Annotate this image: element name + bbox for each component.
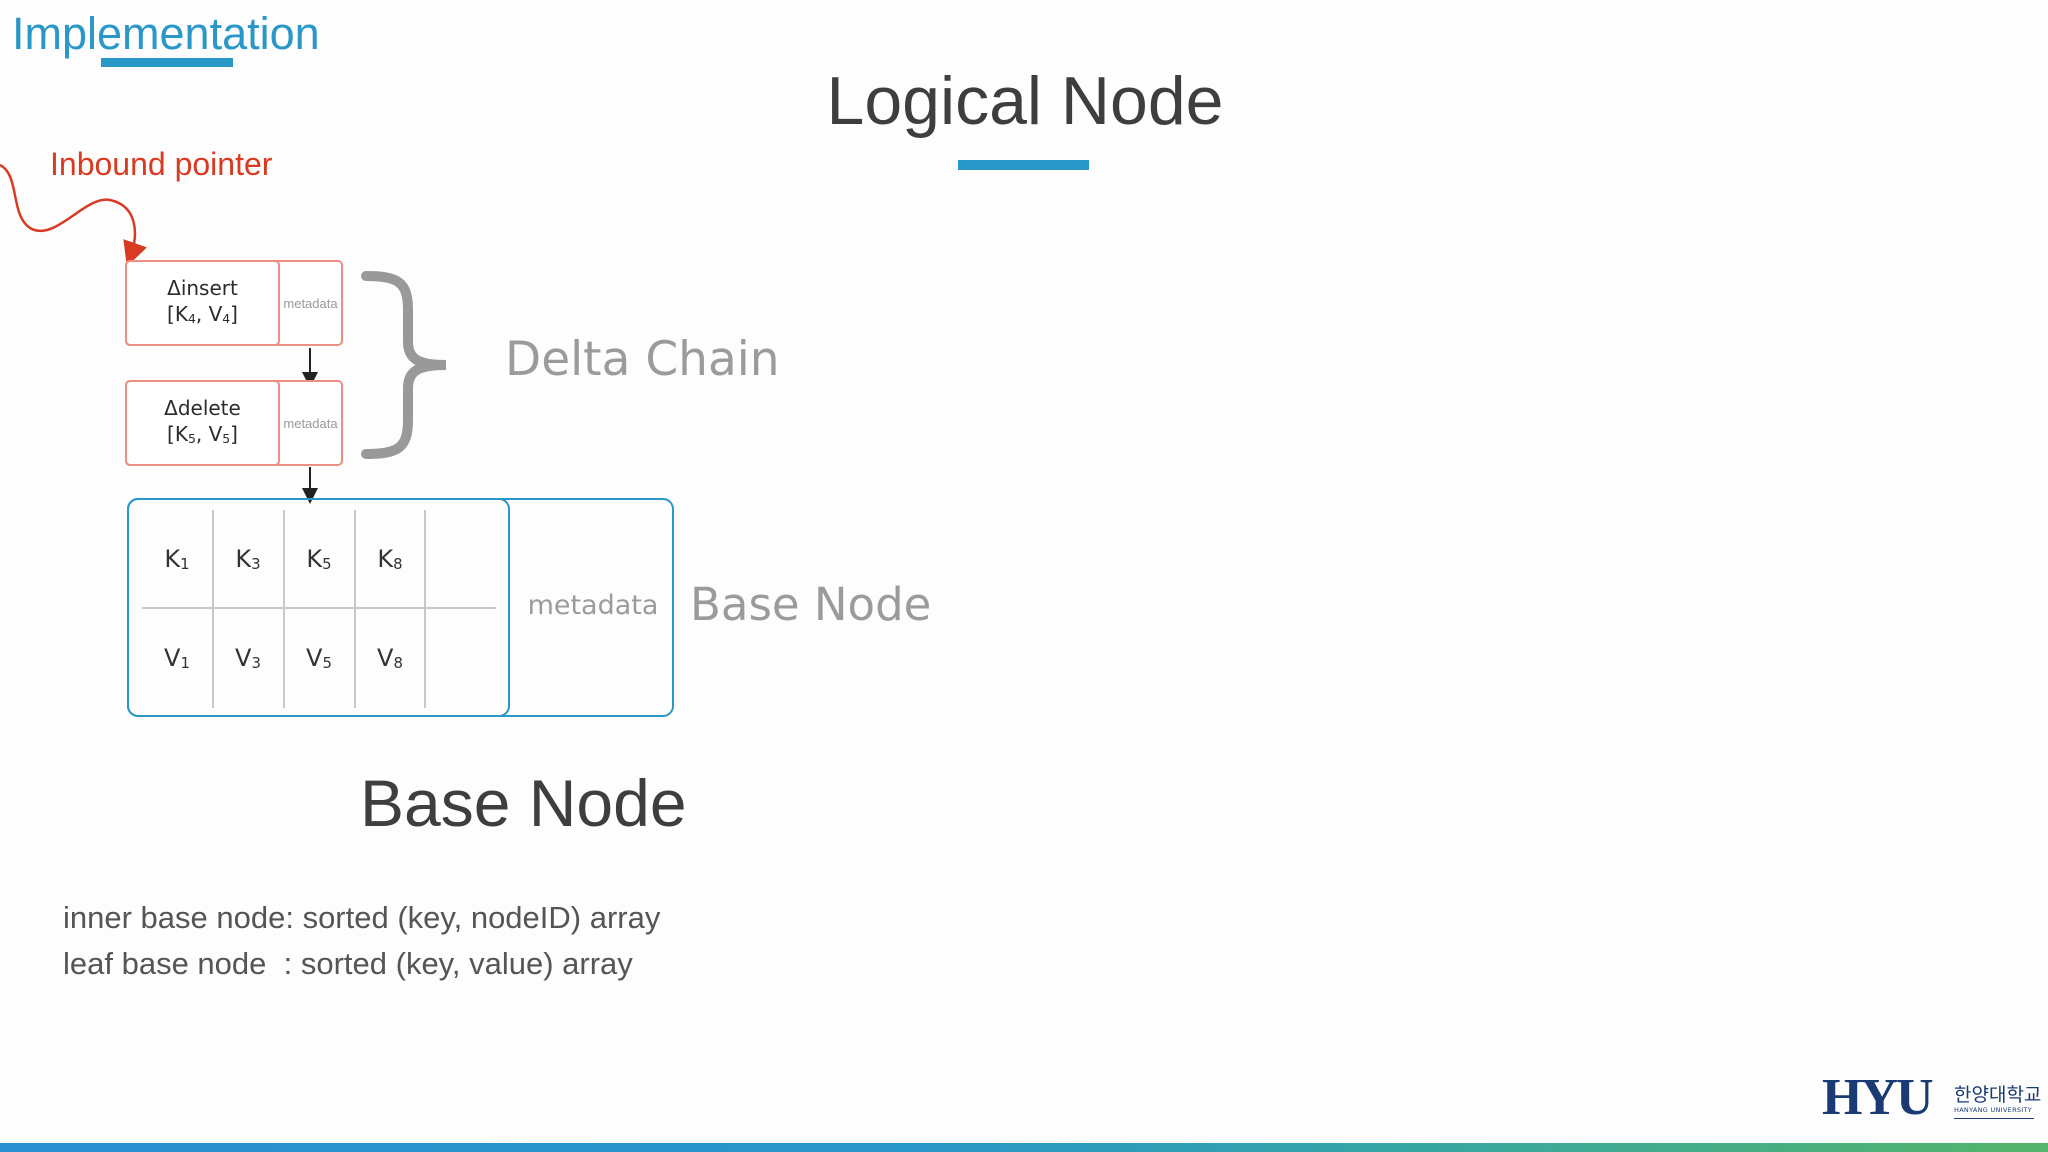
base-key-cell: K3 bbox=[235, 545, 261, 574]
logo-rule bbox=[1954, 1118, 2034, 1119]
base-key-cell: K1 bbox=[164, 545, 190, 574]
delta-delete-record: Δdelete [K5, V5] bbox=[125, 380, 280, 466]
grid-divider bbox=[212, 510, 214, 708]
delta-insert-record: Δinsert [K4, V4] bbox=[125, 260, 280, 346]
base-value-cell: V8 bbox=[377, 644, 403, 673]
logo-english-name: HANYANG UNIVERSITY bbox=[1954, 1106, 2033, 1114]
base-node-metadata: metadata bbox=[527, 590, 659, 621]
delta-insert-op: Δinsert bbox=[167, 275, 238, 300]
delta-delete-metadata: metadata bbox=[283, 415, 338, 431]
delta-insert-pair: [K4, V4] bbox=[167, 301, 238, 326]
inbound-pointer-arrow bbox=[0, 163, 147, 267]
logo-korean-name: 한양대학교 bbox=[1954, 1084, 2042, 1106]
delta-insert-metadata: metadata bbox=[283, 295, 338, 311]
grid-divider bbox=[283, 510, 285, 708]
base-key-cell: K5 bbox=[306, 545, 332, 574]
delta-delete-node: Δdelete [K5, V5] metadata bbox=[125, 380, 343, 466]
section-title: Implementation bbox=[12, 8, 320, 59]
base-node-label: Base Node bbox=[690, 578, 932, 631]
base-node-heading: Base Node bbox=[360, 766, 687, 840]
section-title-underline bbox=[101, 58, 233, 67]
delta-delete-op: Δdelete bbox=[164, 395, 241, 420]
base-value-cell: V5 bbox=[306, 644, 332, 673]
inbound-pointer-label: Inbound pointer bbox=[50, 146, 273, 182]
delta-delete-pair: [K5, V5] bbox=[167, 421, 238, 446]
delta-chain-brace bbox=[361, 271, 447, 459]
base-value-cell: V1 bbox=[164, 644, 190, 673]
delta-chain-label: Delta Chain bbox=[505, 332, 780, 387]
grid-divider bbox=[424, 510, 426, 708]
main-title: Logical Node bbox=[826, 63, 1224, 139]
grid-divider bbox=[354, 510, 356, 708]
base-value-cell: V3 bbox=[235, 644, 261, 673]
main-title-underline bbox=[958, 160, 1089, 170]
footer-color-bar bbox=[0, 1143, 2048, 1152]
grid-divider-horizontal bbox=[142, 607, 496, 609]
description-inner-base-node: inner base node: sorted (key, nodeID) ar… bbox=[63, 900, 661, 935]
description-leaf-base-node: leaf base node : sorted (key, value) arr… bbox=[63, 946, 633, 981]
university-logo: HYU 한양대학교 HANYANG UNIVERSITY bbox=[1822, 1069, 2041, 1126]
delta-insert-node: Δinsert [K4, V4] metadata bbox=[125, 260, 343, 346]
base-node-array bbox=[127, 498, 510, 717]
logo-mark: HYU bbox=[1822, 1069, 1934, 1126]
base-key-cell: K8 bbox=[377, 545, 403, 574]
